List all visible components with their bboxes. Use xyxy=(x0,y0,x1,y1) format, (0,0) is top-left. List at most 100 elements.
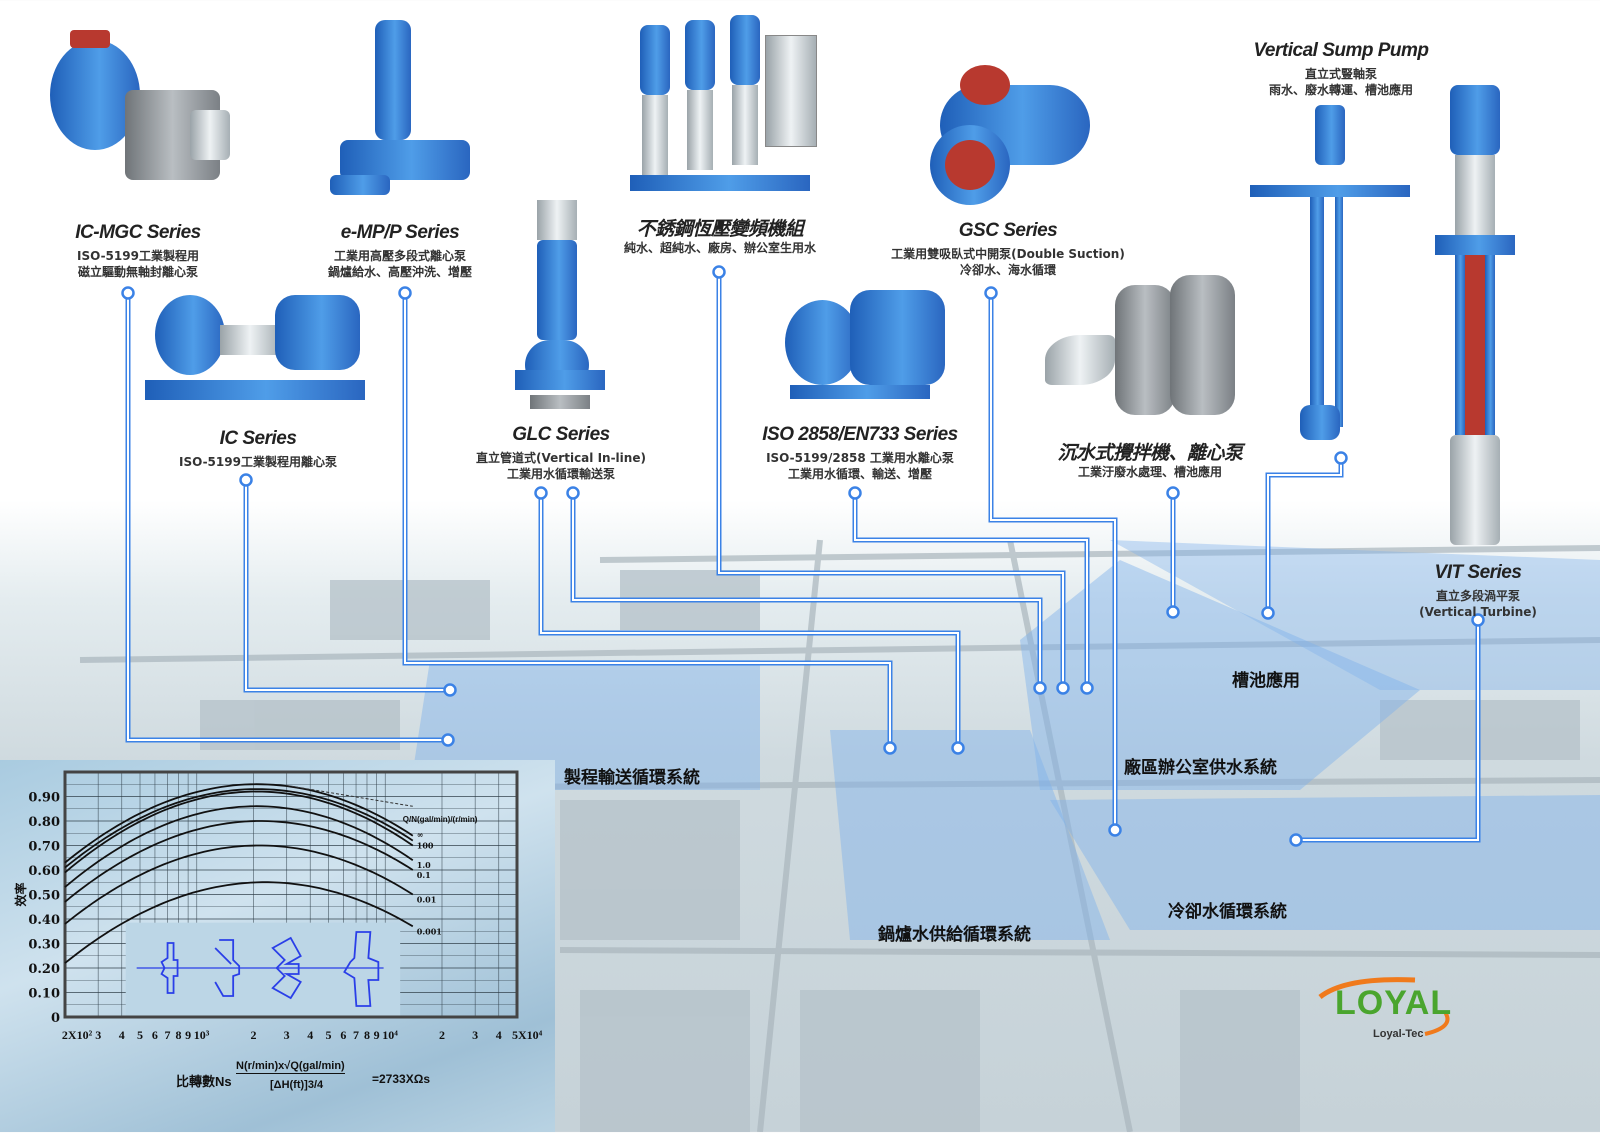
y-tick-label: 0.70 xyxy=(28,840,60,855)
x-tick-label: 10⁴ xyxy=(382,1028,398,1042)
curve-label: 0.1 xyxy=(417,870,431,880)
vertical-sump-pump-image[interactable] xyxy=(1250,105,1410,445)
connector-node xyxy=(1166,605,1180,619)
connector-line xyxy=(848,486,1094,695)
x-tick-label: 8 xyxy=(175,1028,181,1042)
y-tick-label: 0.50 xyxy=(28,889,60,904)
connector-node xyxy=(1033,681,1047,695)
efficiency-curve xyxy=(64,805,414,888)
y-tick-label: 0.30 xyxy=(28,938,60,953)
iso2858-title: ISO 2858/EN733 Series xyxy=(762,424,958,445)
gsc-title: GSC Series xyxy=(958,220,1058,241)
e-mp-p-description-line: 鍋爐給水、高壓沖洗、增壓 xyxy=(327,265,473,279)
ic-mgc-description-line: ISO-5199工業製程用 xyxy=(77,249,199,263)
x-tick-label: 4 xyxy=(496,1028,502,1042)
x-tick-label: 9 xyxy=(185,1028,191,1042)
connector-line xyxy=(566,486,1047,695)
area-label-cooling: 冷卻水循環系統 xyxy=(1168,902,1287,922)
iso2858-description-line: ISO-5199/2858 工業用水離心泵 xyxy=(766,451,954,465)
vertical-sump-description-line: 雨水、廢水轉運、槽池應用 xyxy=(1268,83,1414,97)
connector-node xyxy=(398,286,412,300)
e-mp-p-pump-image[interactable] xyxy=(330,20,480,210)
y-tick-label: 0.10 xyxy=(28,987,60,1002)
connector-line xyxy=(121,286,455,747)
connector-line xyxy=(398,286,897,755)
ic-description-line: ISO-5199工業製程用離心泵 xyxy=(179,455,337,469)
connector-node xyxy=(1334,451,1348,465)
connector-node xyxy=(1108,823,1122,837)
loyal-logo: LOYAL Loyal-Tec xyxy=(1305,972,1465,1048)
x-tick-label: 2X10² xyxy=(62,1028,93,1042)
x-tick-label: 3 xyxy=(284,1028,290,1042)
connector-node xyxy=(848,486,862,500)
y-tick-label: 0.20 xyxy=(28,962,60,977)
curve-label: ∞ xyxy=(417,830,424,840)
gsc-pump-image[interactable] xyxy=(920,55,1120,215)
x-tick-label: 3 xyxy=(95,1028,101,1042)
vit-pump-image[interactable] xyxy=(1430,85,1520,555)
y-tick-label: 0.40 xyxy=(28,913,60,928)
glc-description-line: 直立管道式(Vertical In-line) xyxy=(476,451,646,465)
efficiency-curve xyxy=(64,820,414,903)
booster-description-line: 純水、超純水、廠房、辦公室生用水 xyxy=(623,241,817,255)
impeller-drawing xyxy=(160,942,179,994)
x-tick-label: 5 xyxy=(137,1028,143,1042)
gsc-description-line: 冷卻水、海水循環 xyxy=(959,263,1057,277)
y-tick-label: 0.60 xyxy=(28,864,60,879)
area-label-tank: 槽池應用 xyxy=(1232,671,1300,691)
e-mp-p-title: e-MP/P Series xyxy=(340,222,460,243)
ic-mgc-title: IC-MGC Series xyxy=(75,222,201,243)
efficiency-chart: 00.100.200.300.400.500.600.700.800.902X1… xyxy=(13,770,543,1042)
connector-node xyxy=(441,733,455,747)
ic-pump-image[interactable] xyxy=(145,285,375,420)
curve-label: 0.001 xyxy=(417,926,442,936)
zone-cooling xyxy=(1050,795,1600,930)
connector-node xyxy=(1289,833,1303,847)
vit-description-line: (Vertical Turbine) xyxy=(1419,605,1537,619)
x-tick-label: 9 xyxy=(374,1028,380,1042)
connector-node xyxy=(239,473,253,487)
vit-description-line: 直立多段渦平泵 xyxy=(1435,589,1521,603)
ic-title: IC Series xyxy=(219,428,297,449)
glc-pump-image[interactable] xyxy=(515,200,615,415)
x-tick-label: 2 xyxy=(250,1028,256,1042)
connector-line xyxy=(239,473,457,697)
formula-symbol: Ns xyxy=(215,1074,232,1089)
y-tick-label: 0 xyxy=(51,1011,60,1026)
x-tick-label: 7 xyxy=(165,1028,171,1042)
vit-title: VIT Series xyxy=(1434,562,1522,583)
connector-node xyxy=(1261,606,1275,620)
y-axis-label: 效率 xyxy=(13,882,28,906)
impeller-drawing xyxy=(214,939,241,997)
x-tick-label: 4 xyxy=(119,1028,125,1042)
formula-prefix: 比轉數Ns xyxy=(176,1071,232,1090)
connector-node xyxy=(951,741,965,755)
curve-label: 0.01 xyxy=(417,895,436,905)
connector-node xyxy=(984,286,998,300)
glc-title: GLC Series xyxy=(512,424,610,445)
ic-mgc-description-line: 磁立驅動無軸封離心泵 xyxy=(77,265,199,279)
gsc-description-line: 工業用雙吸臥式中開泵(Double Suction) xyxy=(891,247,1125,261)
submersible-pump-image[interactable] xyxy=(1045,255,1245,430)
x-tick-label: 3 xyxy=(472,1028,478,1042)
efficiency-curve xyxy=(64,783,414,864)
efficiency-curve xyxy=(64,844,414,925)
connector-line xyxy=(712,265,1070,695)
area-label-process: 製程輸送循環系統 xyxy=(564,768,700,788)
booster-set-image[interactable] xyxy=(620,15,820,205)
iso2858-pump-image[interactable] xyxy=(780,285,950,410)
connector-line xyxy=(984,286,1122,837)
ic-mgc-pump-image[interactable] xyxy=(40,20,240,210)
x-tick-label: 4 xyxy=(307,1028,313,1042)
x-tick-label: 2 xyxy=(439,1028,445,1042)
impeller-drawing xyxy=(271,936,302,1000)
connector-line xyxy=(1166,486,1180,619)
logo-subtitle: Loyal-Tec xyxy=(1373,1028,1424,1040)
e-mp-p-description-line: 工業用高壓多段式離心泵 xyxy=(333,249,467,263)
dashed-curve xyxy=(286,784,413,807)
vertical-sump-title: Vertical Sump Pump xyxy=(1253,40,1429,61)
x-tick-label: 10³ xyxy=(194,1028,210,1042)
